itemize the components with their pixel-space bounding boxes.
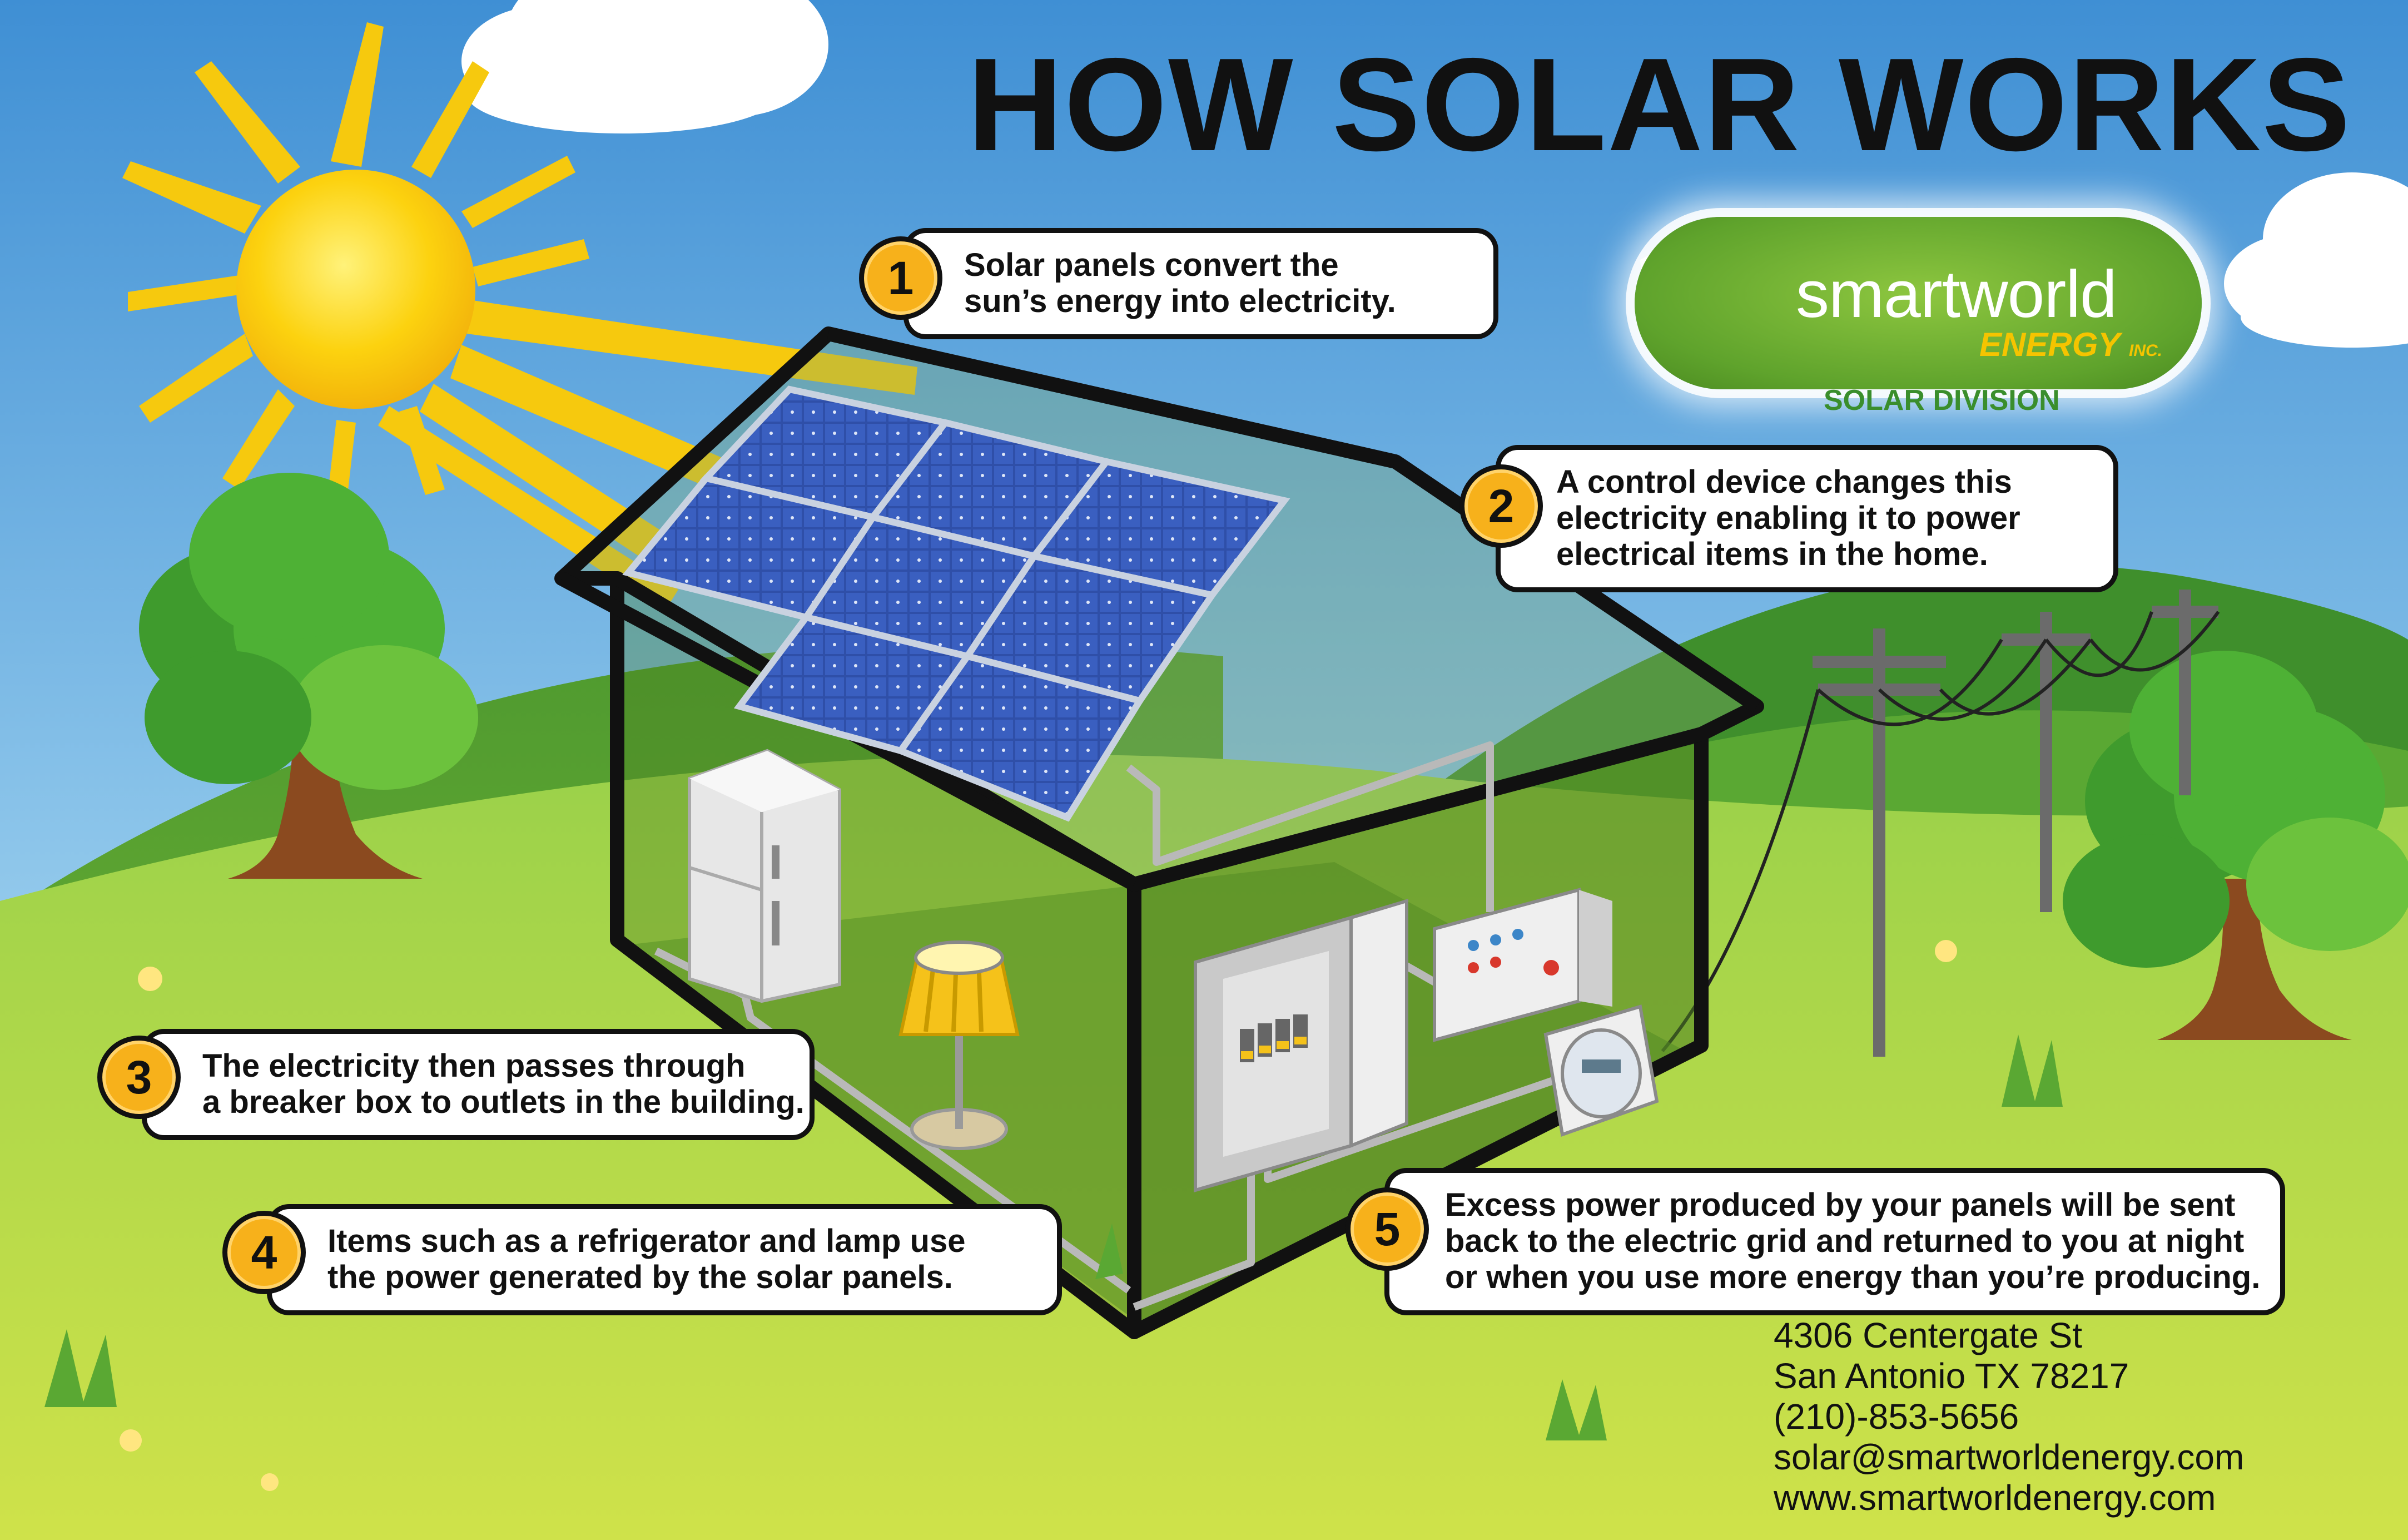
cloud-icon: [2224, 172, 2408, 348]
step-badge-1: 1: [859, 236, 942, 320]
page-title: HOW SOLAR WORKS: [967, 31, 2352, 179]
step-badge-2: 2: [1459, 464, 1543, 548]
step-3-line-1: The electricity then passes through: [202, 1048, 746, 1084]
step-5-line-3: or when you use more energy than you’re …: [1445, 1259, 2261, 1295]
contact-street: 4306 Centergate St: [1774, 1315, 2083, 1355]
breaker-box-icon: [1194, 898, 1408, 1192]
contact-website[interactable]: www.smartworldenergy.com: [1774, 1477, 2216, 1518]
logo-energy-text: ENERGY: [1979, 326, 2120, 363]
grass-tuft-icon: [44, 1034, 2063, 1440]
control-device-icon: [1433, 888, 1612, 1042]
step-1-line-2: sun’s energy into electricity.: [964, 283, 1396, 319]
step-callout-4: Items such as a refrigerator and lamp us…: [267, 1204, 1062, 1315]
contact-city: San Antonio TX 78217: [1774, 1355, 2129, 1396]
logo-name: smartworld: [1796, 257, 2117, 331]
step-2-line-3: electrical items in the home.: [1556, 536, 1988, 572]
flower-icon: [120, 940, 1957, 1491]
step-1-line-1: Solar panels convert the: [964, 247, 1339, 283]
logo-division: SOLAR DIVISION: [1824, 384, 2060, 417]
logo-energy: ENERGY INC.: [1979, 325, 2162, 364]
step-badge-5: 5: [1345, 1187, 1429, 1271]
tree-icon: [2063, 651, 2408, 1040]
step-badge-3: 3: [97, 1036, 181, 1119]
step-badge-4: 4: [222, 1211, 306, 1294]
contact-info: 4306 Centergate St San Antonio TX 78217 …: [1774, 1315, 2244, 1518]
electric-meter-icon: [1543, 1004, 1659, 1137]
step-4-line-1: Items such as a refrigerator and lamp us…: [327, 1223, 966, 1259]
step-3-line-2: a breaker box to outlets in the building…: [202, 1083, 805, 1120]
step-5-line-2: back to the electric grid and returned t…: [1445, 1222, 2245, 1259]
contact-email[interactable]: solar@smartworldenergy.com: [1774, 1437, 2245, 1477]
power-lines: [1661, 611, 2220, 1052]
refrigerator-icon: [688, 749, 841, 1003]
cloud-icon: [461, 0, 828, 133]
step-4-line-2: the power generated by the solar panels.: [327, 1259, 953, 1295]
lamp-icon: [898, 940, 1020, 1150]
solar-panel-icon: [622, 385, 1290, 822]
step-callout-2: A control device changes this electricit…: [1496, 445, 2118, 592]
contact-phone: (210)-853-5656: [1774, 1396, 2019, 1437]
step-callout-1: Solar panels convert the sun’s energy in…: [903, 228, 1498, 339]
step-callout-3: The electricity then passes through a br…: [142, 1029, 815, 1140]
logo-inc: INC.: [2128, 341, 2162, 360]
tree-icon: [139, 473, 478, 879]
sun-icon: [236, 170, 475, 409]
logo-pill: [1635, 217, 2202, 389]
step-5-line-1: Excess power produced by your panels wil…: [1445, 1187, 2236, 1223]
step-2-line-1: A control device changes this: [1556, 464, 2012, 500]
step-2-line-2: electricity enabling it to power: [1556, 499, 2020, 536]
step-callout-5: Excess power produced by your panels wil…: [1384, 1168, 2285, 1315]
